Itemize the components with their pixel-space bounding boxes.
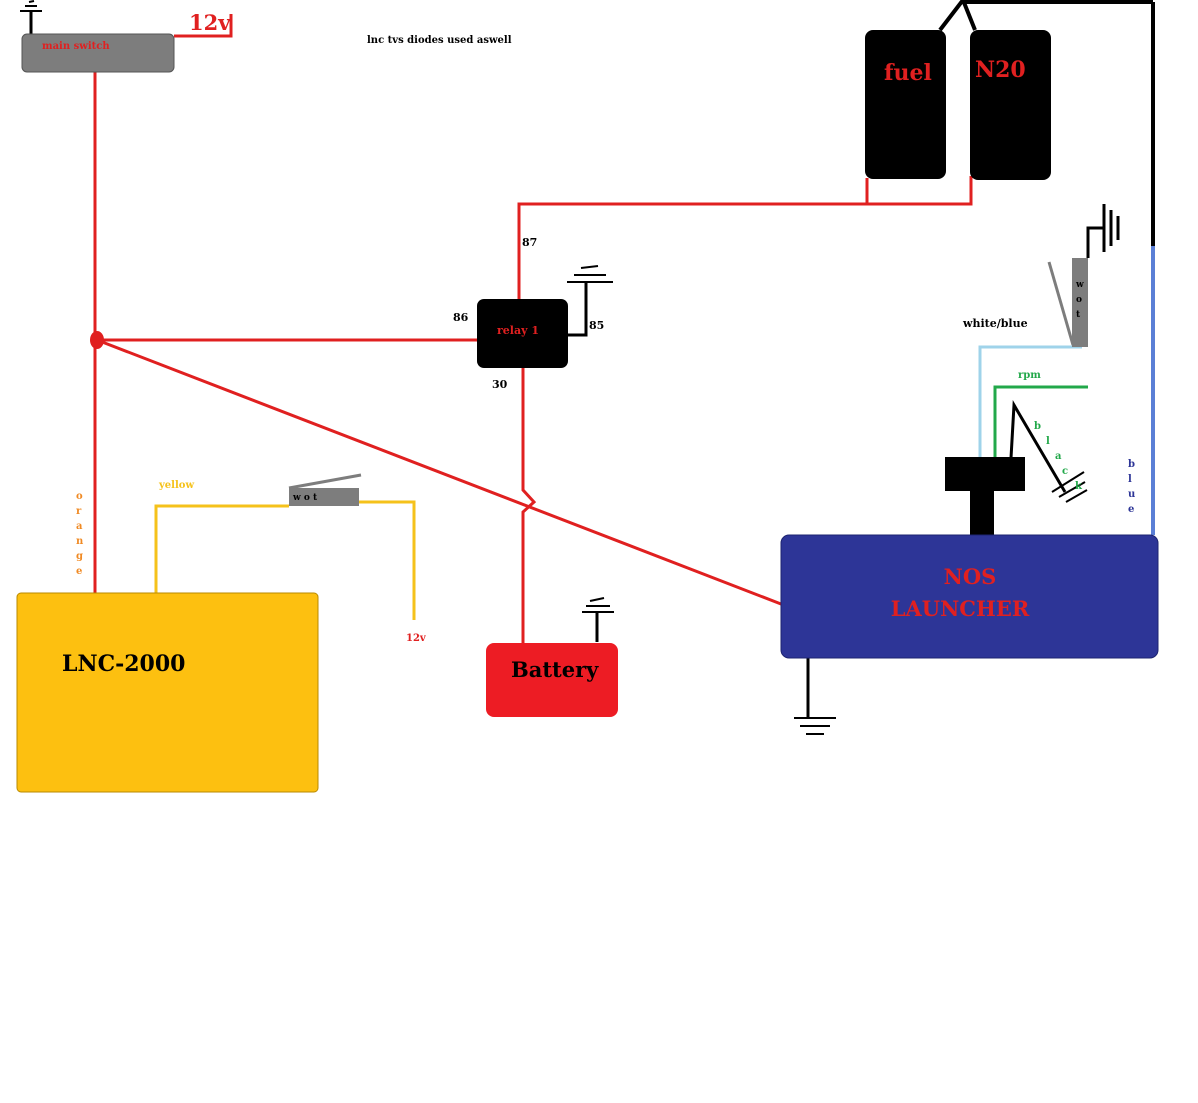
- top-12v-label: 12v: [189, 10, 231, 35]
- nos-label-line1: NOS: [944, 564, 997, 589]
- n2o-solenoid-box: [970, 30, 1051, 180]
- blue-letter: b: [1128, 459, 1135, 470]
- pin-85-label: 85: [589, 319, 604, 332]
- relay-30-battery-wire: [521, 368, 537, 644]
- wot-right-letter: t: [1076, 310, 1081, 320]
- note-label: lnc tvs diodes used aswell: [367, 35, 512, 46]
- blue-letter: e: [1128, 504, 1134, 515]
- black-letter: c: [1062, 466, 1068, 477]
- n2o-label: N20: [975, 57, 1026, 83]
- nos-connector-stem: [970, 490, 994, 536]
- relay-87-wire: [517, 176, 973, 300]
- main-switch-12v-wire: [174, 14, 233, 38]
- blue-letter: u: [1128, 489, 1135, 500]
- nos-launcher-box: [780, 534, 1159, 659]
- ground-icon: [567, 265, 613, 283]
- pin-87-label: 87: [522, 236, 537, 249]
- wot-right-lever: [1047, 261, 1075, 346]
- main-switch-label: main switch: [42, 41, 110, 52]
- blue-wire-label: blue: [1128, 459, 1135, 515]
- white-blue-wire: [978, 345, 1082, 458]
- wot-left-label: w o t: [292, 493, 318, 503]
- nos-connector-top: [945, 457, 1025, 491]
- ground-icon: [794, 717, 836, 735]
- orange-letter: r: [76, 506, 82, 517]
- ground-icon: [20, 0, 42, 12]
- battery-label: Battery: [511, 657, 599, 682]
- black-letter: a: [1055, 451, 1062, 462]
- orange-letter: o: [76, 491, 83, 502]
- orange-letter: e: [76, 566, 82, 577]
- yellow-wire: [154, 504, 289, 594]
- orange-letter: n: [76, 536, 84, 547]
- relay-85-ground-wire: [568, 282, 588, 337]
- black-letter: k: [1075, 481, 1083, 492]
- wot-left-switch-box: [289, 488, 359, 506]
- lnc-2000-label: LNC-2000: [62, 651, 185, 677]
- white-blue-label: white/blue: [962, 317, 1028, 330]
- blue-letter: l: [1128, 474, 1132, 485]
- ground-icon: [582, 597, 614, 613]
- wot-right-ground-wire: [1086, 226, 1104, 258]
- wot-right-letter: w: [1075, 280, 1084, 290]
- wot-right-switch-box: [1072, 258, 1088, 347]
- yellow-label: yellow: [158, 480, 194, 491]
- solenoid-ground-wire-a: [938, 0, 965, 32]
- lnc-2000-box: [16, 592, 319, 793]
- orange-letter: a: [76, 521, 83, 532]
- fuel-solenoid-box: [865, 30, 946, 179]
- nos-launcher-feed-wire: [96, 338, 782, 606]
- relay-label: relay 1: [497, 324, 539, 337]
- black-letter: l: [1046, 436, 1050, 447]
- main-switch-box: [21, 33, 175, 73]
- solenoid-ground-wire-b: [961, 0, 977, 31]
- orange-letter: g: [76, 551, 83, 562]
- wot-right-label: wot: [1075, 280, 1084, 320]
- ground-icon: [1051, 471, 1088, 503]
- nos-label-line2: LAUNCHER: [891, 596, 1030, 621]
- wot-12v-wire: [358, 500, 416, 620]
- wot-left-lever: [288, 473, 362, 490]
- junction-dot: [90, 331, 104, 349]
- rpm-wire: [993, 385, 1088, 458]
- black-letter: b: [1034, 421, 1041, 432]
- relay-box: [477, 299, 568, 368]
- wot-12v-label: 12v: [406, 633, 427, 644]
- pin-30-label: 30: [492, 378, 508, 391]
- pin-86-label: 86: [453, 311, 469, 324]
- fuel-label: fuel: [884, 60, 932, 86]
- wot-right-letter: o: [1076, 295, 1082, 305]
- rpm-label: rpm: [1018, 370, 1041, 381]
- black-ground-wire: [1009, 399, 1067, 493]
- battery-box: [486, 643, 618, 717]
- ground-icon: [1102, 204, 1120, 252]
